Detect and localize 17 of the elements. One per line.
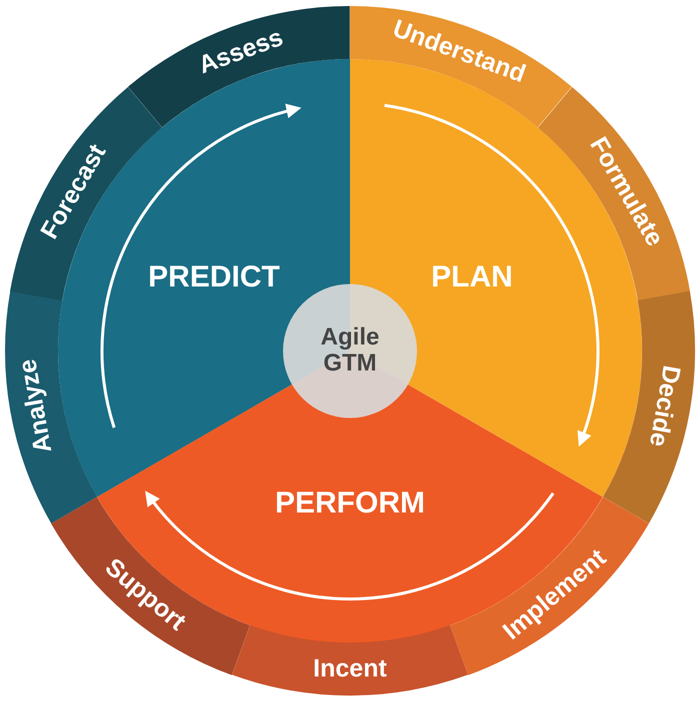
segment-label: Decide: [643, 364, 684, 450]
ring-segment: [232, 625, 468, 696]
center-circle: [283, 284, 417, 418]
ring-segment: [5, 291, 98, 524]
center-label: Agile GTM: [320, 324, 380, 378]
sector-label: PREDICT: [148, 260, 280, 294]
ring-segment: [51, 497, 250, 676]
segment-label: Assess: [195, 24, 287, 80]
sector-label: PERFORM: [274, 486, 425, 520]
ring-segment: [450, 497, 649, 676]
ring-segment: [350, 6, 572, 128]
ring-segment: [538, 86, 690, 300]
sector-label: PLAN: [431, 260, 513, 294]
segment-label: Incent: [313, 656, 387, 684]
segment-label: Analyze: [14, 357, 58, 456]
ring-segment: [128, 6, 350, 128]
ring-segment: [602, 291, 695, 524]
